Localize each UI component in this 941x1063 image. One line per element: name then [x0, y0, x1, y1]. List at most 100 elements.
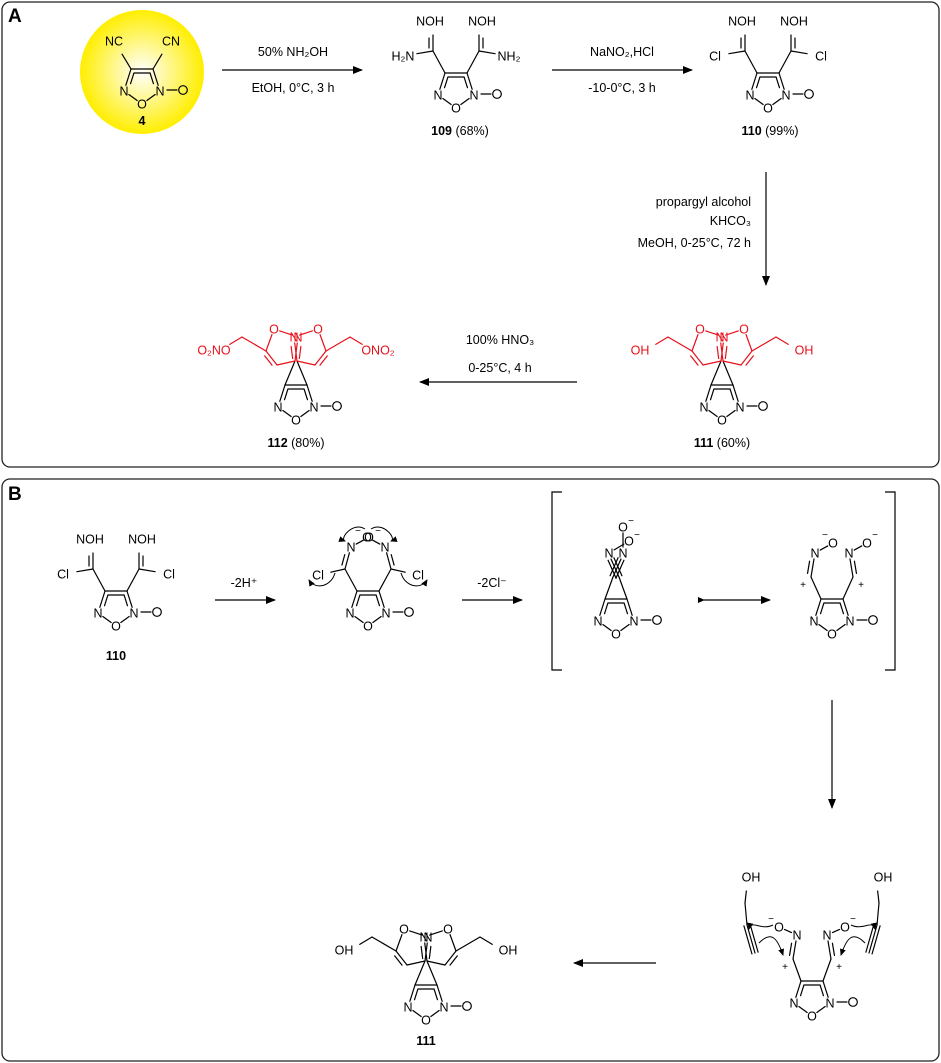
atom-label: O [763, 102, 773, 116]
atom-label: Cl [709, 50, 721, 64]
bond [390, 568, 406, 573]
bond [705, 330, 719, 336]
atom-label: N [789, 997, 798, 1011]
bond [877, 890, 880, 904]
atom-label: O [399, 923, 409, 937]
charge-label: − [768, 914, 774, 925]
bond [121, 53, 132, 70]
atom-label: N [129, 607, 138, 621]
bond [314, 350, 327, 366]
bond [667, 336, 693, 352]
bond [138, 568, 156, 573]
atom-label: O [313, 323, 323, 337]
bond [152, 68, 159, 86]
bond [726, 409, 736, 418]
bond [604, 576, 614, 600]
bond [626, 598, 633, 616]
atom-label: N [618, 547, 627, 561]
bond [371, 936, 397, 952]
bond [602, 623, 612, 632]
bond [871, 925, 881, 955]
bond [788, 942, 793, 956]
bond [436, 984, 443, 1002]
atom-label: N [604, 547, 613, 561]
cycloaddition-complex: NON+NO−OH+NO−OH [742, 871, 893, 1024]
bond [449, 934, 457, 952]
atom-label: O [717, 414, 727, 428]
bond [744, 50, 758, 74]
step4-reagent: 100% HNO₃ [466, 333, 534, 347]
bond [341, 554, 346, 566]
bond [126, 568, 140, 592]
bond [429, 930, 443, 936]
bond [413, 988, 419, 1001]
bond [395, 934, 403, 952]
atom-label: N [433, 89, 442, 103]
bond [778, 72, 785, 90]
bond [836, 623, 846, 632]
bond [819, 602, 825, 615]
bond [426, 960, 438, 986]
n-oxide-oxygen-icon [804, 89, 814, 99]
bond [371, 539, 381, 545]
bond [319, 355, 328, 366]
bond [414, 960, 426, 986]
bond [755, 76, 761, 89]
bond [432, 50, 446, 74]
bond [152, 53, 163, 70]
atom-label: N [345, 607, 354, 621]
bond [444, 950, 457, 966]
bond [818, 623, 828, 632]
atom-label: N [380, 541, 389, 555]
n-oxide-oxygen-icon [868, 615, 878, 625]
bond [149, 72, 155, 85]
atom-label: OH [631, 344, 650, 358]
charge-label: + [836, 962, 842, 973]
atom-label: O [111, 620, 121, 634]
atom-label: O [807, 1010, 817, 1024]
bond [620, 623, 630, 632]
bond [351, 590, 358, 608]
panel-a-frame [1, 1, 940, 468]
bond [751, 336, 777, 352]
atom-label: NOH [780, 15, 808, 29]
bond [409, 930, 423, 936]
bond [822, 980, 829, 998]
bond [428, 945, 432, 960]
bond [775, 76, 781, 89]
atom-label: O [827, 628, 837, 642]
atom-label: N [715, 331, 724, 345]
n-oxide-oxygen-icon [178, 85, 188, 95]
bond [876, 902, 880, 926]
atom-label: O [362, 531, 372, 545]
bond [433, 988, 439, 1001]
bond [720, 342, 724, 362]
label-4: 4 [139, 114, 146, 128]
charge-label: + [858, 580, 864, 591]
atom-label: O [862, 537, 872, 551]
atom-label: N [809, 615, 818, 629]
label-b111: 111 [416, 1034, 436, 1048]
curly-arrow-icon [747, 922, 774, 930]
atom-label: N [93, 607, 102, 621]
step2-conditions: -10-0°C, 3 h [588, 81, 656, 95]
bond [792, 940, 797, 960]
bond [409, 984, 416, 1002]
bond [827, 940, 832, 960]
panel-b-frame [1, 478, 940, 1062]
atom-label: H₂N [392, 50, 415, 64]
bond [299, 330, 313, 336]
bond [378, 590, 385, 608]
bond [615, 559, 625, 579]
bond [416, 50, 434, 55]
bond [729, 388, 735, 401]
bond [372, 615, 382, 624]
bond [344, 568, 358, 592]
mech2-label: -2Cl⁻ [477, 576, 507, 590]
bond [395, 950, 408, 966]
charge-label: + [782, 962, 788, 973]
n-oxide-oxygen-icon [152, 607, 162, 617]
bond [282, 409, 292, 418]
bond [775, 336, 789, 345]
bond [330, 568, 346, 573]
